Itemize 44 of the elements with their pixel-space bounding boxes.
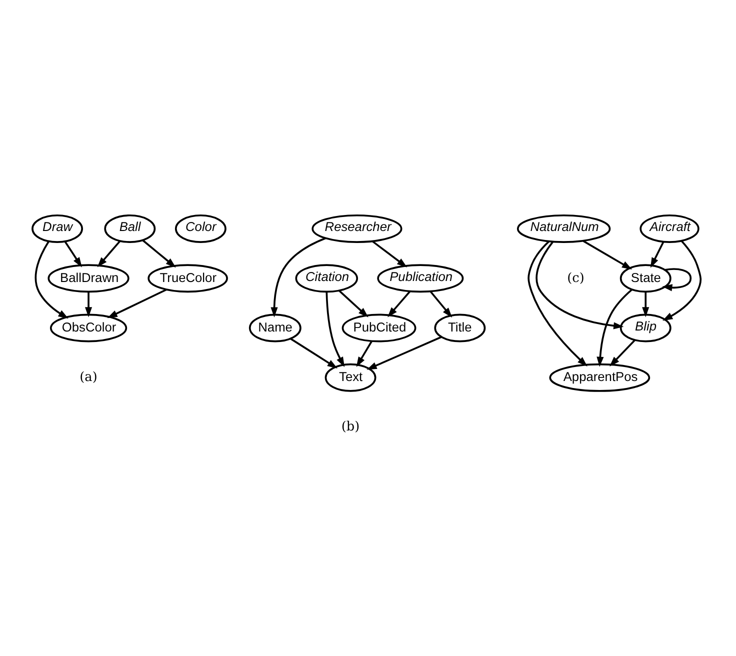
arrow [338, 290, 368, 318]
node-ellipse: TrueColor [148, 264, 228, 293]
node-ellipse: Draw [32, 214, 84, 243]
arrow [34, 240, 68, 319]
node-ellipse: PubCited [342, 314, 416, 342]
arrow [290, 338, 338, 368]
label: (b) [341, 420, 360, 435]
arrow [662, 240, 702, 321]
arrow [64, 240, 82, 268]
node-ellipse: ObsColor [50, 314, 128, 342]
node-ellipse: Blip [620, 314, 672, 342]
node-ellipse: Aircraft [640, 214, 700, 243]
arrow [366, 336, 442, 370]
label: (c) [567, 270, 584, 286]
arrow [650, 242, 664, 268]
arrow [528, 240, 588, 367]
arrow [372, 240, 408, 268]
arrow [97, 240, 121, 268]
arrow [610, 340, 636, 366]
arrow [642, 292, 650, 318]
arrow [84, 292, 92, 318]
label: (a) [80, 370, 98, 386]
arrow [536, 241, 624, 330]
arrow [430, 290, 452, 318]
node-ellipse: BallDrawn [48, 264, 130, 293]
node-ellipse: NaturalNum [516, 214, 611, 243]
node-ellipse: Researcher [312, 214, 402, 243]
node-ellipse: Citation [295, 264, 358, 293]
arrow [326, 292, 345, 368]
arrow [388, 290, 411, 318]
node-ellipse: Ball [104, 214, 156, 243]
arrow [596, 288, 633, 367]
arrow [662, 268, 692, 292]
arrow [142, 240, 176, 268]
node-ellipse: Color [174, 214, 226, 243]
arrow [270, 237, 326, 318]
node-ellipse: Name [248, 314, 302, 342]
arrow [107, 288, 167, 318]
arrow [582, 240, 632, 270]
node-ellipse: Publication [377, 264, 464, 293]
arrow [356, 340, 372, 367]
node-ellipse: Title [434, 314, 486, 342]
node-ellipse: State [620, 264, 672, 293]
node-ellipse: ApparentPos [549, 363, 650, 392]
